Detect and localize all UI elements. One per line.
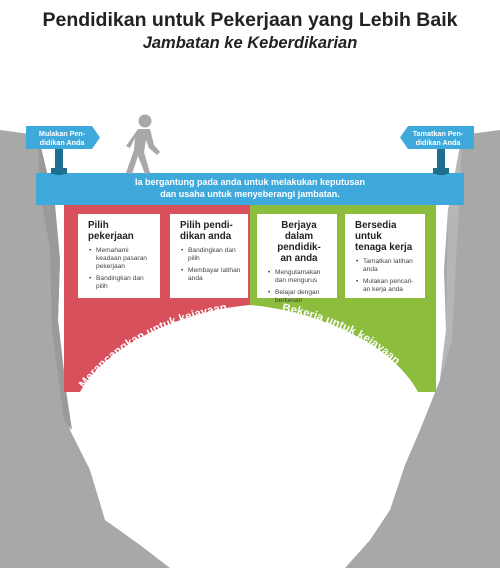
card-title: Pilih pekerjaan — [88, 220, 134, 242]
page-subtitle: Jambatan ke Keberdikarian — [142, 34, 358, 52]
signpost-icon — [400, 126, 474, 175]
left-cliff-shadow — [38, 135, 72, 430]
signpost-icon — [26, 126, 100, 175]
page-title: Pendidikan untuk Pekerjaan yang Lebih Ba… — [42, 9, 458, 31]
card-title: Pilih pendi-dikan anda — [180, 220, 233, 242]
finish-sign-text: Tamatkan Pen- didikan Anda — [412, 129, 464, 147]
card-bullet: Mulakan pencari-an kerja anda — [355, 278, 419, 294]
walking-person-icon — [126, 114, 160, 174]
start-sign-text: Mulakan Pen- didikan Anda — [38, 129, 86, 147]
step-card-choose-education: Pilih pendi-dikan anda Bandingkan danpil… — [170, 214, 248, 298]
left-cliff — [0, 130, 170, 568]
right-cliff — [345, 130, 500, 568]
bridge-deck-banner — [36, 173, 464, 205]
banner-line-2: dan usaha untuk menyeberangi jambatan. — [160, 189, 340, 199]
banner-line-1: Ia bergantung pada anda untuk melakukan … — [134, 177, 366, 187]
